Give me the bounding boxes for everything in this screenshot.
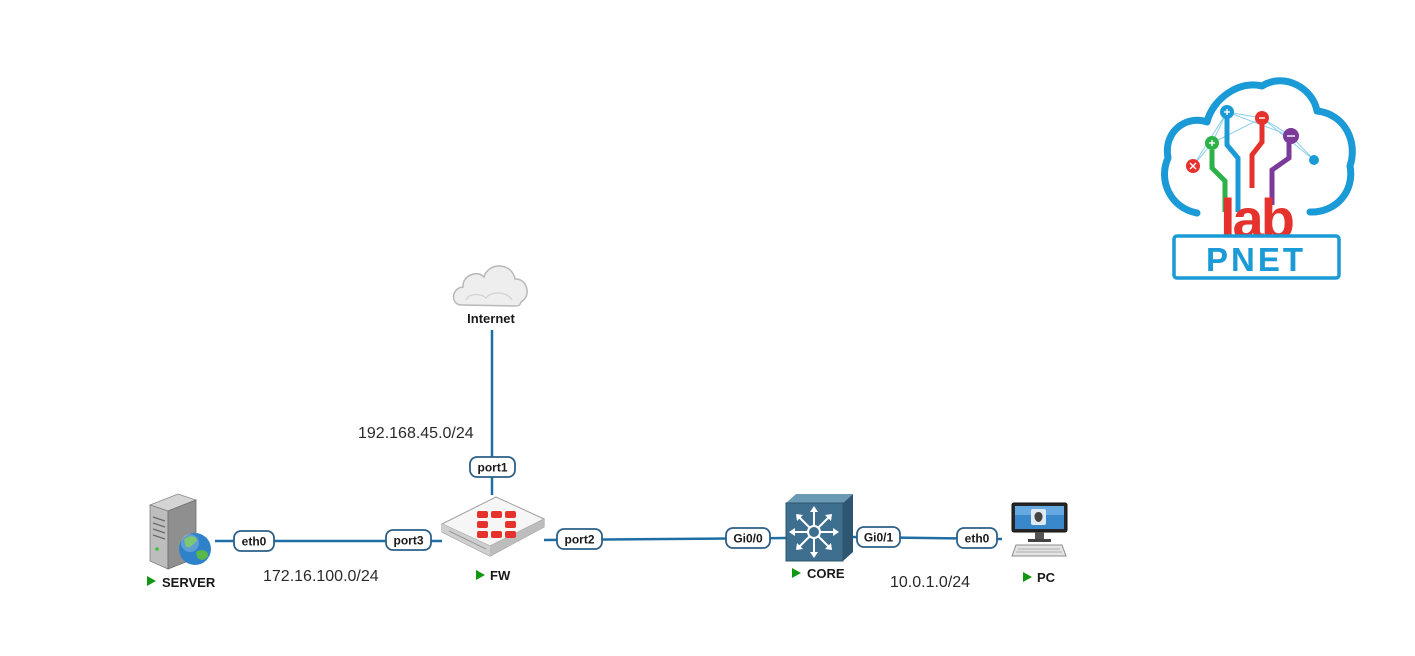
- running-indicator-server: [147, 576, 156, 586]
- svg-text:port1: port1: [478, 461, 508, 475]
- svg-text:eth0: eth0: [242, 535, 267, 549]
- svg-text:eth0: eth0: [965, 532, 990, 546]
- running-indicator-pc: [1023, 572, 1032, 582]
- node-label-fw: FW: [490, 568, 511, 583]
- pnetlab-logo: lab PNET: [1161, 77, 1356, 280]
- running-indicator-fw: [476, 570, 485, 580]
- logo-badge: [1172, 234, 1341, 280]
- svg-text:port3: port3: [394, 534, 424, 548]
- logo-text: PNET: [1206, 241, 1306, 278]
- running-indicator-core: [792, 568, 801, 578]
- network-label-internet-fw: 192.168.45.0/24: [358, 425, 474, 442]
- node-label-core: CORE: [807, 566, 845, 581]
- node-pc[interactable]: PC: [1011, 502, 1068, 585]
- port-label-fw-port1[interactable]: port1: [469, 456, 516, 478]
- cloud-icon: [452, 265, 528, 307]
- network-label-server-fw: 172.16.100.0/24: [263, 568, 379, 585]
- port-label-core-gi01[interactable]: Gi0/1: [856, 526, 901, 548]
- node-core[interactable]: CORE: [785, 494, 853, 581]
- node-internet[interactable]: Internet: [452, 265, 528, 326]
- node-server[interactable]: SERVER: [147, 493, 216, 590]
- node-label-server: SERVER: [162, 575, 216, 590]
- layer3-switch-icon: [785, 494, 853, 562]
- node-label-pc: PC: [1037, 570, 1056, 585]
- network-label-core-pc: 10.0.1.0/24: [890, 574, 970, 591]
- port-label-core-gi00[interactable]: Gi0/0: [725, 527, 771, 549]
- port-label-server-eth0[interactable]: eth0: [233, 530, 275, 552]
- server-globe-icon: [148, 493, 211, 570]
- svg-text:port2: port2: [565, 533, 595, 547]
- svg-text:Gi0/0: Gi0/0: [733, 532, 763, 546]
- port-label-fw-port2[interactable]: port2: [556, 528, 603, 550]
- svg-text:Gi0/1: Gi0/1: [864, 531, 894, 545]
- node-fw[interactable]: FW: [440, 496, 546, 583]
- node-label-internet: Internet: [467, 311, 515, 326]
- desktop-pc-icon: [1011, 502, 1068, 557]
- fortigate-firewall-icon: [440, 496, 546, 557]
- port-label-pc-eth0[interactable]: eth0: [956, 527, 998, 549]
- port-label-fw-port3[interactable]: port3: [385, 529, 432, 551]
